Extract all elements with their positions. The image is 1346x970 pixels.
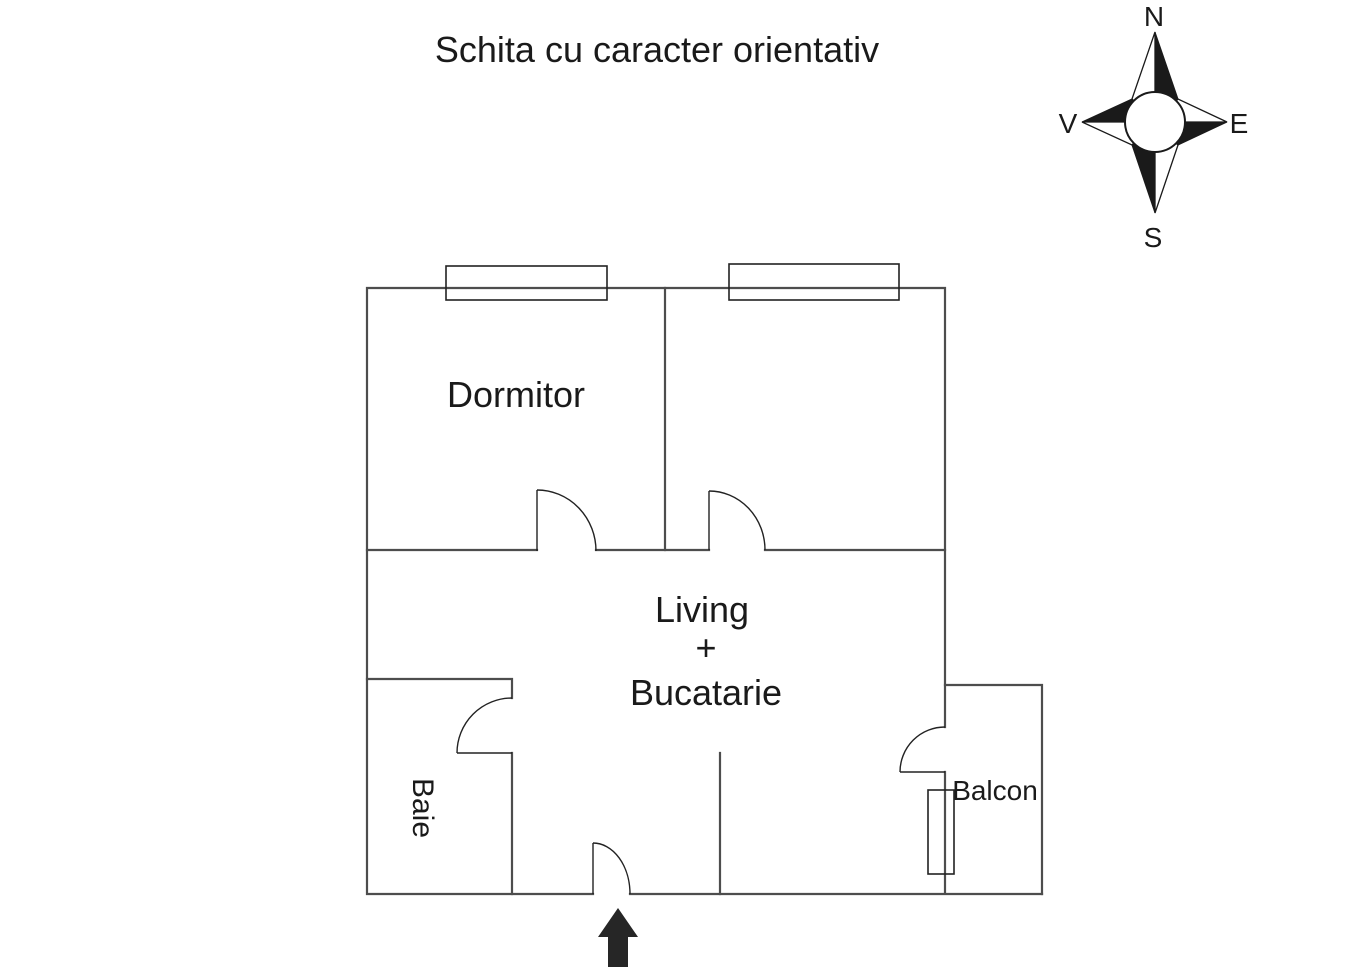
doors bbox=[456, 489, 946, 895]
compass-west-label: V bbox=[1059, 108, 1078, 139]
room-label-balcon: Balcon bbox=[952, 775, 1038, 806]
windows bbox=[445, 263, 955, 875]
walls bbox=[365, 286, 1044, 896]
window-symbol-balcony bbox=[927, 789, 955, 875]
window-symbol-room2 bbox=[728, 263, 900, 301]
door-arc-entrance bbox=[592, 842, 631, 895]
door-arc-dormitor bbox=[536, 489, 597, 552]
room-label-living-line1: Living bbox=[655, 589, 749, 630]
door-arc-room2 bbox=[708, 490, 766, 551]
compass-center-circle bbox=[1124, 91, 1186, 153]
room-label-living-line3: Bucatarie bbox=[630, 672, 782, 713]
entrance-arrow-icon bbox=[598, 908, 638, 967]
compass-north-label: N bbox=[1144, 1, 1164, 32]
room-label-baie: Baie bbox=[406, 778, 439, 838]
compass-south-label: S bbox=[1144, 222, 1163, 253]
door-arc-balcony bbox=[899, 726, 946, 773]
window-symbol-dormitor bbox=[445, 265, 608, 301]
wall-balcony bbox=[943, 683, 1044, 896]
room-label-dormitor: Dormitor bbox=[447, 374, 585, 415]
wall-bathroom bbox=[365, 677, 514, 896]
compass-rose: N E S V bbox=[1059, 1, 1249, 253]
compass-east-label: E bbox=[1230, 108, 1249, 139]
door-arc-bathroom bbox=[456, 697, 513, 754]
room-label-living-line2: + bbox=[695, 627, 716, 668]
page-title: Schita cu caracter orientativ bbox=[435, 29, 879, 70]
wall-exterior bbox=[365, 286, 1044, 896]
